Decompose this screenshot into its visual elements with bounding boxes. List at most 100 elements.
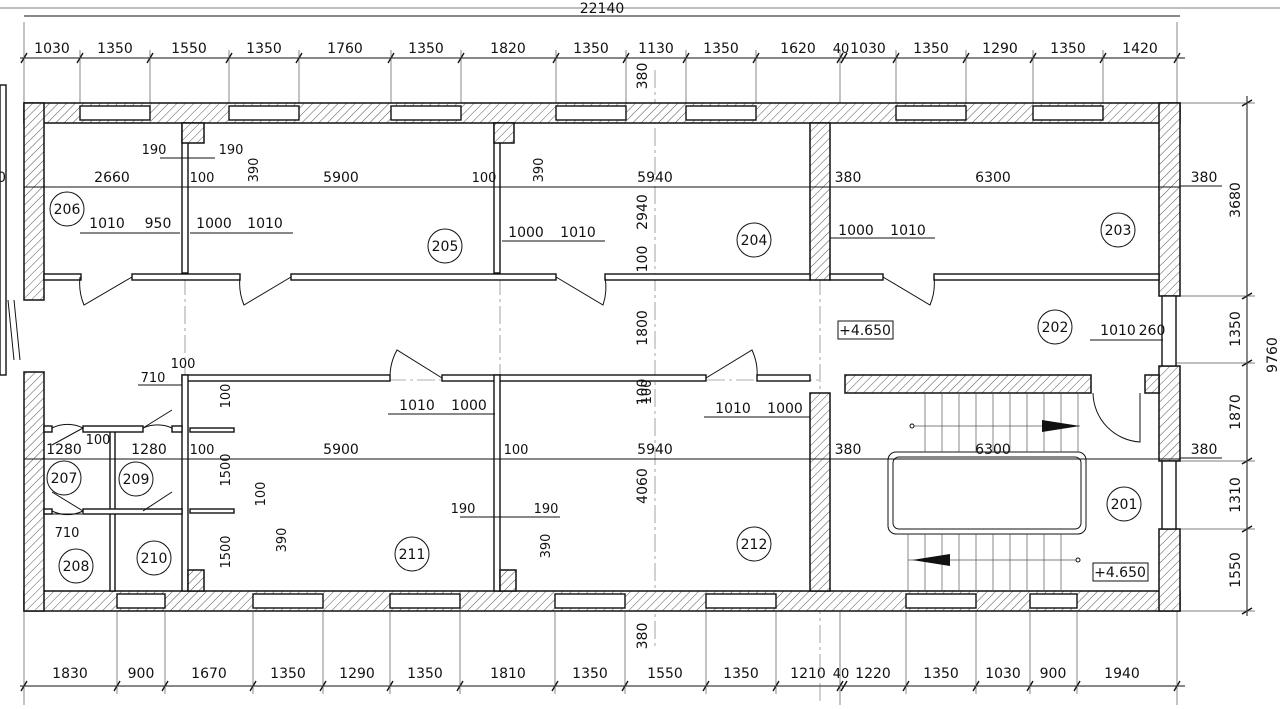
svg-text:1030: 1030 bbox=[985, 666, 1021, 682]
staircase bbox=[887, 393, 1087, 591]
overall-width: 22140 bbox=[580, 1, 625, 17]
bottom-dim-labels: 1830 900 1670 1350 1290 1350 1810 1350 1… bbox=[52, 666, 1140, 682]
svg-text:100: 100 bbox=[171, 357, 196, 372]
svg-text:1350: 1350 bbox=[913, 41, 949, 57]
svg-text:1010: 1010 bbox=[247, 216, 283, 232]
svg-text:100: 100 bbox=[635, 379, 651, 406]
svg-text:380: 380 bbox=[835, 442, 862, 458]
level-mark-stair: +4.650 bbox=[1094, 565, 1146, 581]
svg-text:1210: 1210 bbox=[790, 666, 826, 682]
upper-partitions bbox=[43, 122, 1160, 281]
svg-text:1350: 1350 bbox=[407, 666, 443, 682]
bottom-windows bbox=[116, 593, 1078, 609]
svg-text:100: 100 bbox=[86, 433, 111, 448]
room-204: 204 bbox=[741, 233, 768, 249]
svg-text:1290: 1290 bbox=[982, 41, 1018, 57]
left-cut-element bbox=[0, 84, 21, 376]
svg-text:1350: 1350 bbox=[408, 41, 444, 57]
svg-text:1350: 1350 bbox=[723, 666, 759, 682]
svg-text:1800: 1800 bbox=[635, 310, 651, 346]
svg-text:1670: 1670 bbox=[191, 666, 227, 682]
svg-text:1000: 1000 bbox=[767, 401, 803, 417]
svg-text:100: 100 bbox=[635, 246, 651, 273]
right-window-201 bbox=[1161, 460, 1177, 530]
svg-text:1000: 1000 bbox=[196, 216, 232, 232]
svg-text:900: 900 bbox=[128, 666, 155, 682]
svg-text:390: 390 bbox=[539, 534, 554, 559]
svg-text:5940: 5940 bbox=[637, 170, 673, 186]
svg-text:1010: 1010 bbox=[399, 398, 435, 414]
bottom-extension-lines bbox=[23, 612, 1178, 705]
svg-text:1940: 1940 bbox=[1104, 666, 1140, 682]
svg-text:380: 380 bbox=[1191, 442, 1218, 458]
svg-text:6300: 6300 bbox=[975, 442, 1011, 458]
svg-text:1000: 1000 bbox=[838, 223, 874, 239]
svg-text:1010: 1010 bbox=[560, 225, 596, 241]
room-212: 212 bbox=[741, 537, 768, 553]
right-window-202 bbox=[1161, 295, 1177, 367]
svg-text:390: 390 bbox=[247, 158, 262, 183]
room-208: 208 bbox=[63, 559, 90, 575]
svg-text:6300: 6300 bbox=[975, 170, 1011, 186]
svg-text:5900: 5900 bbox=[323, 170, 359, 186]
svg-text:1030: 1030 bbox=[850, 41, 886, 57]
center-dims: 380 2940 100 1800 100 4060 380 bbox=[635, 63, 651, 650]
svg-text:380: 380 bbox=[1191, 170, 1218, 186]
svg-text:190: 190 bbox=[451, 502, 476, 517]
level-mark-corridor: +4.650 bbox=[839, 323, 891, 339]
svg-text:1350: 1350 bbox=[270, 666, 306, 682]
top-dim-labels: 1030 1350 1550 1350 1760 1350 1820 1350 … bbox=[34, 41, 1158, 57]
svg-text:1350: 1350 bbox=[1050, 41, 1086, 57]
svg-text:190: 190 bbox=[219, 143, 244, 158]
svg-text:1010: 1010 bbox=[715, 401, 751, 417]
top-windows bbox=[79, 105, 1104, 121]
svg-text:1620: 1620 bbox=[780, 41, 816, 57]
svg-text:1420: 1420 bbox=[1122, 41, 1158, 57]
svg-text:1010: 1010 bbox=[890, 223, 926, 239]
svg-text:1350: 1350 bbox=[1228, 311, 1244, 347]
svg-text:4060: 4060 bbox=[635, 468, 651, 504]
svg-text:1310: 1310 bbox=[1228, 477, 1244, 513]
room-210: 210 bbox=[141, 551, 168, 567]
interior-main-walls bbox=[809, 122, 1160, 592]
room-209: 209 bbox=[123, 472, 150, 488]
svg-text:100: 100 bbox=[254, 482, 269, 507]
svg-text:710: 710 bbox=[55, 526, 80, 541]
svg-text:2660: 2660 bbox=[94, 170, 130, 186]
svg-text:2940: 2940 bbox=[635, 194, 651, 230]
svg-text:1550: 1550 bbox=[1228, 552, 1244, 588]
room-202: 202 bbox=[1042, 320, 1069, 336]
svg-text:380: 380 bbox=[835, 170, 862, 186]
overall-height: 9760 bbox=[1265, 337, 1280, 373]
svg-text:1350: 1350 bbox=[246, 41, 282, 57]
svg-text:1820: 1820 bbox=[490, 41, 526, 57]
left-cut-label: 0 bbox=[0, 170, 6, 186]
svg-text:1030: 1030 bbox=[34, 41, 70, 57]
svg-text:1000: 1000 bbox=[508, 225, 544, 241]
svg-text:900: 900 bbox=[1040, 666, 1067, 682]
svg-text:1280: 1280 bbox=[131, 442, 167, 458]
room-203: 203 bbox=[1105, 223, 1132, 239]
svg-text:1810: 1810 bbox=[490, 666, 526, 682]
svg-text:1550: 1550 bbox=[171, 41, 207, 57]
room-201: 201 bbox=[1111, 497, 1138, 513]
svg-text:1500: 1500 bbox=[219, 453, 234, 486]
svg-text:380: 380 bbox=[635, 623, 651, 650]
room-206: 206 bbox=[54, 202, 81, 218]
svg-text:40: 40 bbox=[833, 667, 850, 682]
svg-text:40: 40 bbox=[833, 42, 850, 57]
room-markers: 201 202 203 204 205 206 207 208 209 210 … bbox=[46, 191, 1142, 584]
room-205: 205 bbox=[432, 239, 459, 255]
svg-text:1870: 1870 bbox=[1228, 394, 1244, 430]
svg-text:3680: 3680 bbox=[1228, 182, 1244, 218]
svg-text:1000: 1000 bbox=[451, 398, 487, 414]
svg-text:1290: 1290 bbox=[339, 666, 375, 682]
svg-text:1830: 1830 bbox=[52, 666, 88, 682]
inner-dim-lines bbox=[24, 157, 1180, 518]
svg-text:1350: 1350 bbox=[97, 41, 133, 57]
svg-text:5940: 5940 bbox=[637, 442, 673, 458]
svg-text:1130: 1130 bbox=[638, 41, 674, 57]
svg-text:1010: 1010 bbox=[89, 216, 125, 232]
lower-dim-labels: 710 100 1280 100 1280 710 100 5900 1010 … bbox=[46, 323, 1165, 569]
